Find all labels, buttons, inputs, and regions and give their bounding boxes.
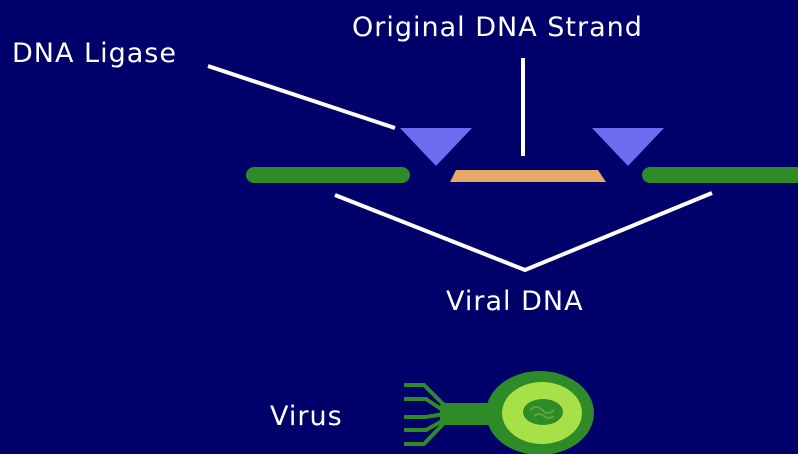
ligase-leader-line: [208, 66, 395, 128]
label-virus: Virus: [270, 401, 343, 432]
dna-ligase-left-marker: [400, 128, 472, 166]
leader-lines: [208, 58, 712, 270]
viral-dna-left-segment: [246, 167, 410, 183]
label-dna-ligase: DNA Ligase: [12, 38, 177, 69]
virus-illustration: [404, 371, 594, 454]
label-original-dna-strand: Original DNA Strand: [352, 12, 643, 43]
viral-dna-right-segment: [642, 167, 798, 183]
dna-ligase-right-marker: [592, 128, 664, 166]
virus-tail: [440, 405, 492, 423]
viral-dna-leader-line: [335, 193, 712, 270]
label-viral-dna: Viral DNA: [446, 286, 584, 317]
original-dna-strand: [450, 170, 606, 182]
